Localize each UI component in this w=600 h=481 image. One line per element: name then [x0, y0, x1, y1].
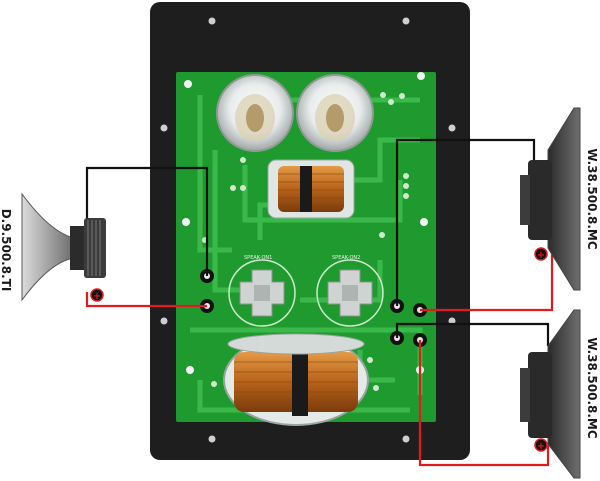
woofer-top-positive-badge — [534, 247, 548, 261]
wire-woofer-bottom-positive — [418, 340, 550, 467]
woofer-top-image: + — [520, 107, 581, 291]
speakon-terminal-right: SPEAK-ON2 — [316, 255, 384, 327]
silkscreen-speakon-left: SPEAK-ON1 — [244, 255, 272, 261]
plate-holes — [160, 17, 456, 443]
woofer-bottom-image: + — [520, 309, 581, 479]
wire-tweeter-positive — [85, 292, 207, 308]
small-inductor-coil — [267, 159, 355, 219]
pcb-holes — [182, 72, 428, 374]
large-inductor-coil — [223, 333, 369, 426]
wire-woofer-top-negative — [395, 138, 536, 306]
tweeter-positive-badge — [90, 288, 104, 302]
tweeter-model-label: D.9.500.8.TI — [0, 209, 13, 292]
capacitor-left — [216, 74, 294, 152]
woofer-top-model-label: W.38.500.8.MC — [585, 148, 599, 250]
woofer-bottom-model-label: W.38.500.8.MC — [585, 337, 599, 439]
wire-woofer-top-positive — [420, 254, 554, 312]
wires — [85, 138, 554, 467]
capacitor-right — [296, 74, 374, 152]
woofer-top-polarity-mark: + — [537, 250, 545, 261]
wire-tweeter-negative — [85, 166, 209, 276]
tweeter-polarity-mark: + — [93, 291, 101, 302]
solder-pads — [202, 92, 409, 391]
tweeter-driver-image: + — [21, 192, 106, 302]
silkscreen-speakon-right: SPEAK-ON2 — [332, 255, 360, 261]
woofer-bottom-polarity-mark: + — [537, 441, 545, 452]
speakon-terminal-left: SPEAK-ON1 — [228, 255, 296, 327]
wire-woofer-bottom-negative — [395, 322, 550, 346]
woofer-bottom-positive-badge — [534, 438, 548, 452]
